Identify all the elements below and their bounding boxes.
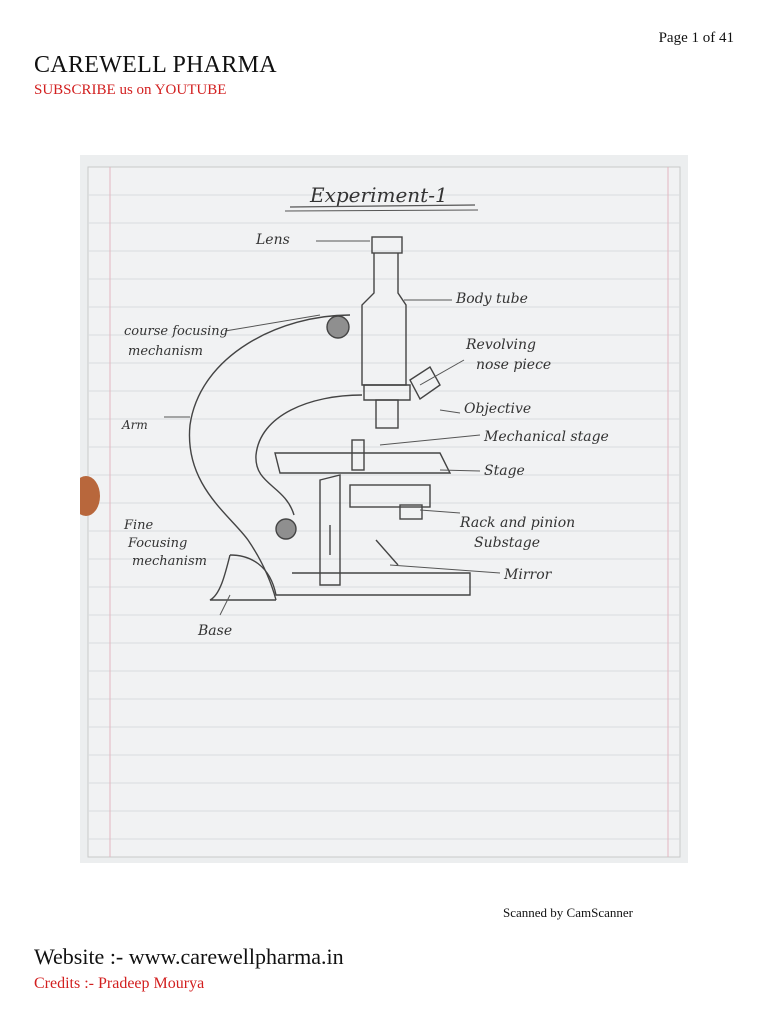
scanned-notebook-page: Experiment-1 (80, 155, 688, 863)
label-pointers (164, 240, 501, 616)
fine-focus-knob (275, 518, 297, 540)
base-outline (229, 554, 471, 596)
page-number: Page 1 of 41 (658, 30, 734, 46)
substage-block (349, 484, 431, 508)
label-stage: Stage (484, 463, 525, 479)
experiment-heading: Experiment-1 (309, 183, 448, 207)
base-foot (209, 554, 276, 601)
label-fine-1: Fine (123, 518, 154, 533)
stage-clip (351, 439, 365, 471)
label-arm: Arm (121, 418, 148, 432)
label-fine-2: Focusing (127, 536, 187, 551)
label-mirror: Mirror (503, 567, 553, 583)
label-base: Base (197, 623, 232, 639)
eyepiece-top (371, 236, 403, 254)
coarse-focus-knob (326, 315, 350, 339)
credits-line: Credits :- Pradeep Mourya (34, 975, 205, 992)
microscope-sketch (188, 236, 471, 601)
label-coarse-focusing-1: course focusing (124, 324, 228, 339)
heading-underline-2 (284, 209, 479, 212)
subscribe-text: SUBSCRIBE us on YOUTUBE (34, 82, 227, 98)
label-mechanical-stage: Mechanical stage (483, 429, 609, 445)
arm-outer-curve (188, 314, 351, 601)
side-objective (409, 366, 441, 401)
microscope-diagram: Experiment-1 (80, 155, 688, 863)
label-objective: Objective (464, 401, 531, 417)
ruled-lines (88, 194, 680, 840)
scanner-watermark: Scanned by CamScanner (503, 905, 633, 920)
mirror-arm (375, 539, 399, 566)
label-coarse-focusing-2: mechanism (128, 344, 203, 359)
label-fine-3: mechanism (132, 554, 207, 569)
label-revolving-1: Revolving (465, 337, 536, 353)
finger-shadow (80, 476, 100, 516)
brand-title: CAREWELL PHARMA (34, 52, 277, 78)
nosepiece (363, 384, 411, 401)
objective-lens (375, 399, 399, 429)
substage-knob (399, 504, 423, 520)
label-lens: Lens (255, 232, 290, 248)
pillar (319, 474, 341, 586)
arm-inner-curve (255, 394, 363, 516)
label-body-tube: Body tube (455, 291, 528, 307)
stage-plate (274, 452, 452, 474)
heading-underline (289, 204, 476, 208)
label-substage: Substage (474, 535, 540, 551)
label-rack-pinion: Rack and pinion (459, 515, 575, 531)
paper-sheet (87, 166, 681, 858)
label-revolving-2: nose piece (476, 357, 551, 373)
website-line: Website :- www.carewellpharma.in (34, 944, 344, 969)
